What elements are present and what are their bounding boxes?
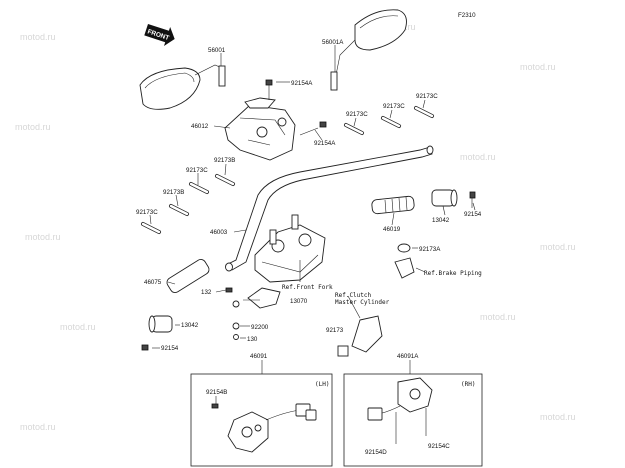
part-label: 92173B bbox=[163, 189, 184, 196]
watermark: motod.ru bbox=[20, 32, 56, 42]
watermark: motod.ru bbox=[520, 62, 556, 72]
right-grip bbox=[371, 195, 415, 215]
part-label: 13070 bbox=[290, 298, 308, 305]
ref-brake-piping: Ref.Brake Piping bbox=[424, 270, 482, 277]
part-label: 92154D bbox=[365, 449, 387, 456]
watermark: motod.ru bbox=[20, 422, 56, 432]
part-label: 46003 bbox=[210, 229, 228, 236]
part-label: 46091 bbox=[250, 353, 268, 360]
part-label: 56001 bbox=[208, 47, 226, 54]
right-mirror bbox=[330, 9, 407, 91]
part-label: 46012 bbox=[191, 123, 209, 130]
part-label: 92154 bbox=[464, 211, 482, 218]
handlebar-holder-lower bbox=[254, 214, 326, 283]
part-labels: 56001 56001A 92154A 92154A 46012 92173C … bbox=[136, 39, 482, 456]
lh-switch-box: (LH) bbox=[190, 373, 333, 467]
watermark: motod.ru bbox=[540, 242, 576, 252]
left-mirror bbox=[139, 64, 226, 110]
handlebar-holder-upper bbox=[224, 97, 296, 161]
bolt-icon bbox=[469, 191, 476, 208]
ref-front-fork: Ref.Front Fork bbox=[282, 284, 333, 291]
ref-clutch: Ref.Clutch bbox=[335, 292, 372, 299]
rh-label: (RH) bbox=[461, 381, 475, 388]
rh-switch-box: (RH) bbox=[343, 373, 483, 467]
part-label: 92173C bbox=[136, 209, 158, 216]
part-label: 92173A bbox=[419, 246, 441, 253]
part-label: 13042 bbox=[181, 322, 199, 329]
front-arrow-icon: FRONT bbox=[144, 24, 175, 47]
part-label: 92154A bbox=[291, 80, 313, 87]
watermark: motod.ru bbox=[25, 232, 61, 242]
watermark: motod.ru bbox=[540, 412, 576, 422]
bolt-icon bbox=[265, 79, 273, 100]
pin-set bbox=[141, 106, 434, 234]
bolt-icon bbox=[299, 121, 327, 136]
bolt-icon bbox=[141, 344, 149, 351]
clutch-bracket bbox=[225, 287, 281, 340]
clutch-clamp bbox=[337, 315, 383, 357]
part-label: 46091A bbox=[397, 353, 419, 360]
watermark: motod.ru bbox=[460, 152, 496, 162]
part-label: 46019 bbox=[383, 226, 401, 233]
part-label: 92173B bbox=[214, 157, 235, 164]
right-bar-end-weight bbox=[431, 189, 458, 207]
part-label: 92173C bbox=[186, 167, 208, 174]
lh-label: (LH) bbox=[315, 381, 329, 388]
left-bar-end-weight bbox=[148, 315, 173, 333]
part-label: 130 bbox=[247, 336, 258, 343]
part-label: 46075 bbox=[144, 279, 162, 286]
part-label: 92173 bbox=[326, 327, 344, 334]
leader-lines bbox=[149, 45, 476, 374]
watermark: motod.ru bbox=[15, 122, 51, 132]
part-label: 92173C bbox=[416, 93, 438, 100]
part-label: 92173C bbox=[346, 111, 368, 118]
left-grip bbox=[166, 258, 210, 294]
part-label: 92154B bbox=[206, 389, 227, 396]
watermark: motod.ru bbox=[480, 312, 516, 322]
part-label: 92200 bbox=[251, 324, 269, 331]
ref-clutch-master-cylinder: Master Cylinder bbox=[335, 299, 390, 306]
part-label: 92173C bbox=[383, 103, 405, 110]
handlebar bbox=[225, 145, 434, 272]
part-label: 92154A bbox=[314, 140, 336, 147]
part-label: 92154C bbox=[428, 443, 450, 450]
part-label: 92154 bbox=[161, 345, 179, 352]
part-label: 132 bbox=[201, 289, 212, 296]
watermark: motod.ru bbox=[60, 322, 96, 332]
part-label: 56001A bbox=[322, 39, 344, 46]
brake-clamp bbox=[394, 243, 415, 279]
diagram-code: F2310 bbox=[458, 12, 476, 19]
part-label: 13042 bbox=[432, 217, 450, 224]
